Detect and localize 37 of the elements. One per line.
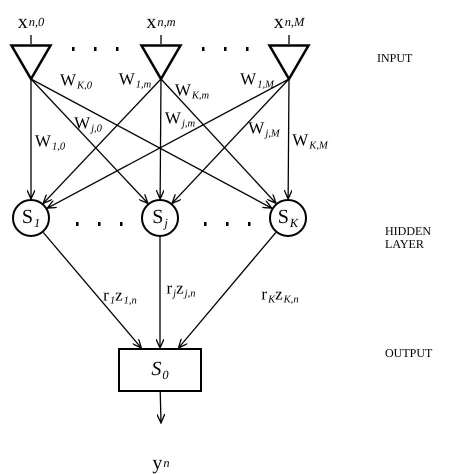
edge-label: W$_{1,0}$ (34, 132, 66, 154)
connector-arrow (42, 78, 162, 204)
connector-arrow (156, 392, 166, 424)
node-label: S$_{0}$ (151, 358, 169, 382)
edge-label: W$_{j,0}$ (74, 114, 102, 136)
connector-arrow (42, 232, 142, 349)
input-triangle (140, 44, 182, 80)
edge-label: W$_{K,0}$ (60, 72, 92, 92)
edge-label: r$_{1}$z$_{1,n}$ (103, 286, 137, 308)
connector-arrow (30, 78, 149, 204)
input-triangle (268, 44, 310, 80)
connector-arrow (26, 79, 36, 200)
connector-arrow (178, 232, 276, 349)
connector-arrow (155, 237, 165, 349)
layer-label: HIDDEN LAYER (385, 225, 430, 252)
connector-arrow (160, 78, 277, 204)
output-box (118, 348, 202, 392)
node-label: S$_{K}$ (278, 206, 298, 230)
neuron-circle (269, 199, 307, 237)
node-label: S$_{1}$ (22, 206, 40, 230)
connector-arrow (171, 78, 290, 204)
neuron-circle (12, 199, 50, 237)
edge-label: W$_{j,M}$ (248, 120, 280, 140)
edge-label: W$_{K,M}$ (292, 132, 328, 152)
edge-label: W$_{j,m}$ (164, 110, 196, 130)
edge-label: r$_{K}$z$_{K,n}$ (261, 286, 299, 306)
edge-label: W$_{1,m}$ (118, 70, 152, 92)
neuron-circle (141, 199, 179, 237)
layer-label: OUTPUT (385, 347, 432, 360)
input-triangle (10, 44, 52, 80)
layer-label: INPUT (377, 52, 412, 66)
edge-label: r$_{j}$z$_{j,n}$ (166, 280, 196, 300)
edge-label: W$_{K,m}$ (174, 82, 210, 102)
connector-arrow (156, 79, 165, 200)
edge-label: W$_{1,M}$ (240, 70, 274, 92)
connector-arrow (284, 79, 293, 200)
node-label: S$_{j}$ (152, 206, 168, 230)
